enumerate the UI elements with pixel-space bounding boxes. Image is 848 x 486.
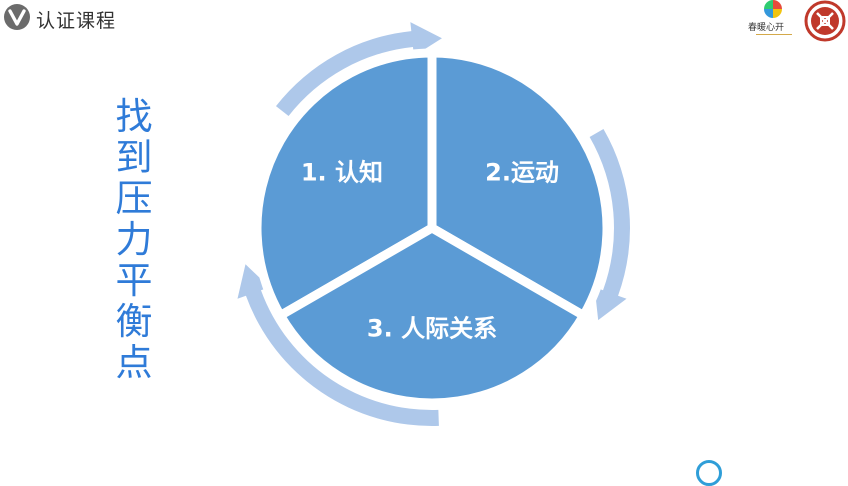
title-char: 压 [115,177,153,220]
vertical-title: 找到压力平衡点 [112,96,156,383]
title-char: 力 [115,218,153,261]
cycle-segment-3 [275,223,589,408]
title-char: 点 [115,341,153,384]
segment-label-3: 3. 人际关系 [366,314,498,343]
title-char: 平 [115,259,153,302]
seal-icon [804,0,846,42]
title-char: 到 [115,136,153,179]
cycle-arrow-2 [589,129,630,321]
brand-name: 春暖心开 [748,23,785,33]
segment-label-1: 1. 认知 [300,158,384,187]
corner-decoration [696,460,722,486]
title-char: 找 [115,95,153,138]
cycle-arrow-3 [237,264,439,426]
brand-dot-icon [764,0,782,18]
brand-underline [756,34,792,35]
cycle-arrow-1 [275,22,442,116]
cycle-diagram [237,22,630,426]
page-title: 认证课程 [36,10,117,32]
v-logo-icon [4,4,30,30]
title-char: 衡 [115,300,153,343]
brand-logo: 春暖心开 [746,0,802,46]
segment-label-2: 2.运动 [485,158,559,187]
